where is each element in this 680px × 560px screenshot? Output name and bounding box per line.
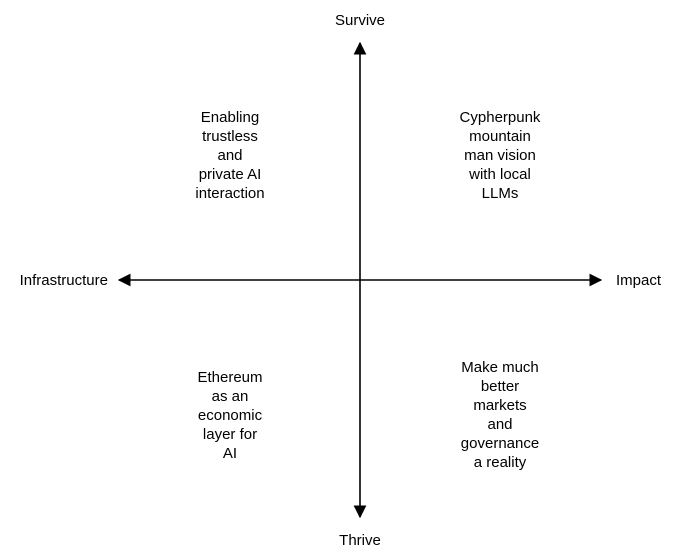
axis-label-impact: Impact [616,272,662,289]
quadrant-text-top-left: Enabling trustless and private AI intera… [195,109,265,202]
axis-label-infrastructure: Infrastructure [19,272,108,289]
quadrant-text-top-right: Cypherpunk mountain man vision with loca… [459,109,541,202]
quadrant-text-bottom-right: Make much better markets and governance … [460,359,540,471]
quadrant-text-bottom-left: Ethereum as an economic layer for AI [197,369,263,462]
axis-label-survive: Survive [334,12,386,29]
axis-label-thrive: Thrive [339,532,381,549]
